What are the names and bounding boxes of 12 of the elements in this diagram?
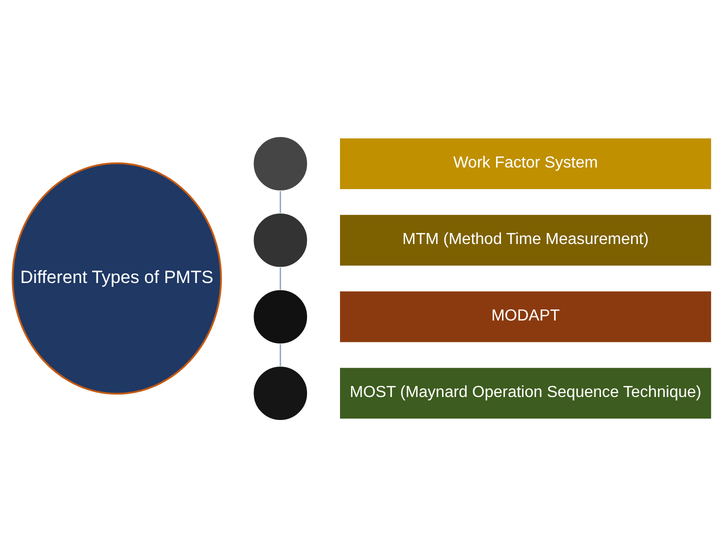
connector [280, 267, 282, 290]
node-circle [252, 365, 308, 420]
node-box: Work Factor System [339, 136, 712, 190]
connector [280, 190, 282, 213]
connector [280, 344, 282, 366]
node-box: MODAPT [339, 290, 712, 343]
node-circle [252, 136, 308, 191]
node-circle [252, 212, 308, 268]
node-circle: Different Types of PMTS [12, 162, 222, 394]
node-box: MOST (Maynard Operation Sequence Technique) [339, 366, 712, 420]
node-circle [252, 288, 308, 344]
node-box: MTM (Method Time Measurement) [339, 213, 712, 266]
